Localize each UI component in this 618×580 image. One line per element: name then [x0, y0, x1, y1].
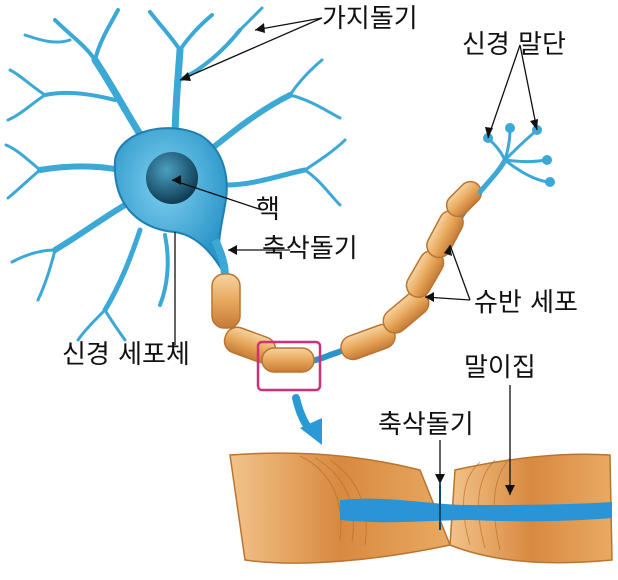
label-axon-terminals: 신경 말단 [462, 30, 566, 60]
leader-lines [171, 17, 538, 495]
label-axon-zoomed: 축삭돌기 [378, 410, 474, 440]
magnify-box [256, 340, 322, 392]
arrowheads [172, 23, 538, 495]
label-nucleus: 핵 [256, 195, 280, 225]
label-schwann-cells: 슈반 세포 [474, 288, 578, 318]
myelinated-axon [211, 180, 483, 373]
label-cell-body: 신경 세포체 [62, 340, 190, 370]
nucleus [146, 152, 198, 204]
label-dendrites: 가지돌기 [322, 4, 418, 34]
label-myelin-sheath: 말이집 [464, 353, 536, 383]
zoomed-axon [229, 452, 613, 564]
label-axon: 축삭돌기 [262, 234, 358, 264]
